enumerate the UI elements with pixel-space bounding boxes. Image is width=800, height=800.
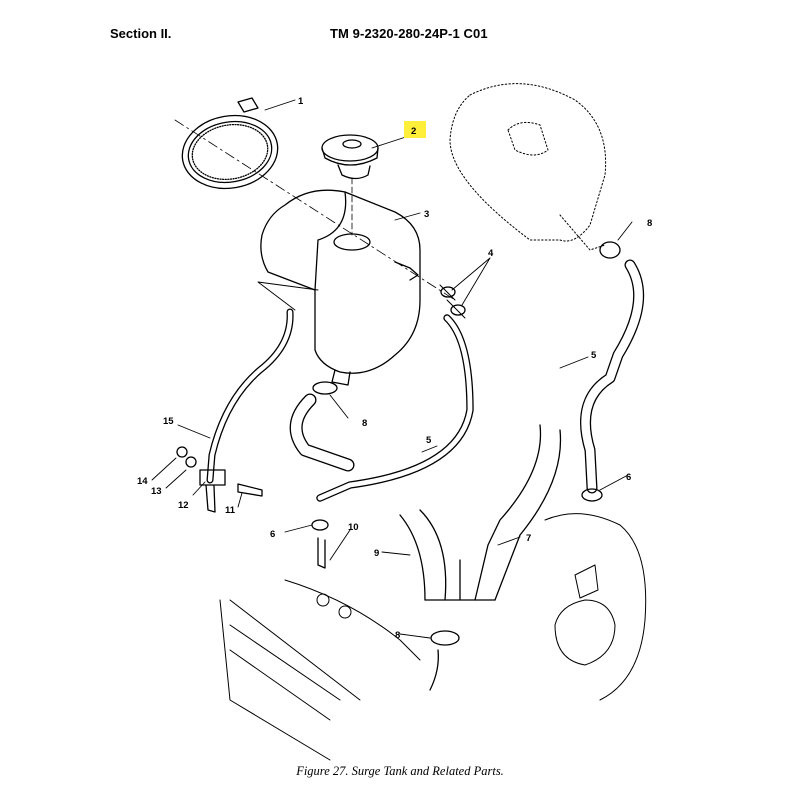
callout-8a: 8 — [647, 218, 652, 229]
figure-caption: Figure 27. Surge Tank and Related Parts. — [296, 764, 504, 778]
callout-12: 12 — [178, 500, 189, 511]
callout-8b: 8 — [362, 418, 367, 429]
hose-5-center — [316, 314, 474, 502]
callout-11: 11 — [225, 505, 236, 516]
callout-1: 1 — [298, 96, 304, 107]
engine-block-detail — [219, 579, 421, 761]
callout-5a: 5 — [591, 350, 597, 361]
callout-15: 15 — [163, 416, 174, 427]
callout-2: 2 — [411, 126, 416, 137]
pressure-cap — [321, 134, 379, 180]
callout-6b: 6 — [626, 472, 631, 483]
callout-14: 14 — [137, 476, 148, 487]
callout-5b: 5 — [426, 435, 432, 446]
section-title: Section II. — [110, 26, 172, 41]
callout-9: 9 — [374, 548, 379, 559]
callout-8c: 8 — [395, 630, 400, 641]
callout-2-highlight — [404, 121, 426, 138]
callout-13: 13 — [151, 486, 162, 497]
callout-3: 3 — [424, 209, 429, 220]
clamp-ring — [181, 97, 279, 190]
callout-6a: 6 — [270, 529, 275, 540]
y-hose — [399, 424, 562, 601]
hose-15 — [206, 308, 294, 484]
callout-10: 10 — [348, 522, 359, 533]
manual-id: TM 9-2320-280-24P-1 C01 — [330, 26, 488, 41]
thermostat-housing — [544, 513, 647, 701]
callout-4: 4 — [488, 248, 494, 259]
reference-tank-outline — [449, 83, 607, 251]
callout-7: 7 — [526, 533, 531, 544]
